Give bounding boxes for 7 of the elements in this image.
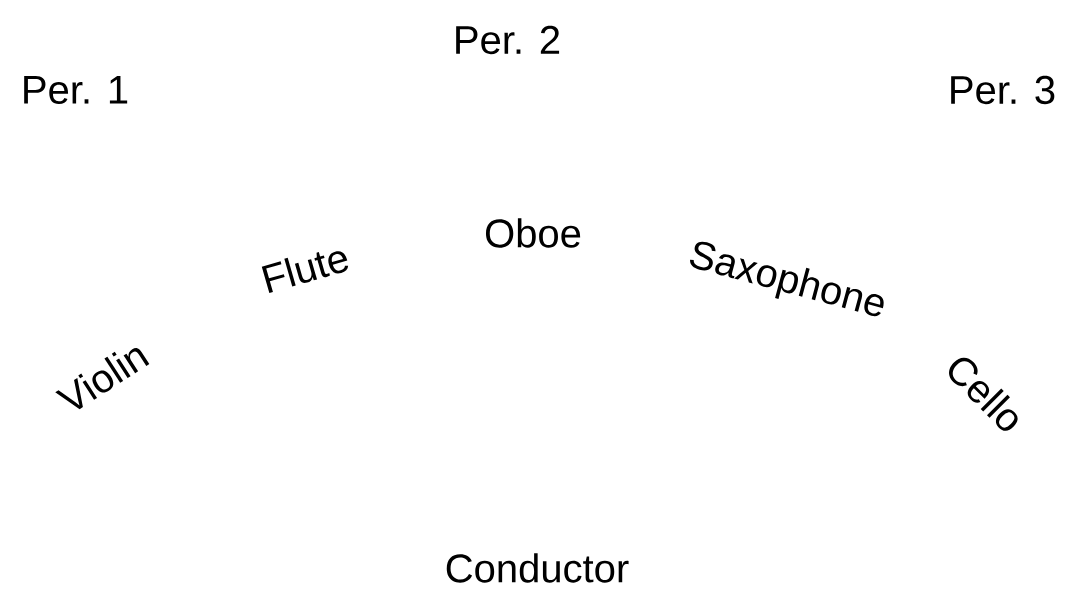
instrument-label: Flute <box>261 251 349 294</box>
instrument-label: Violin <box>55 348 150 410</box>
position-label: Per. 1 <box>24 76 128 104</box>
position-label: Per. 3 <box>951 75 1055 105</box>
instrument-label: Oboe <box>486 218 581 248</box>
position-label: Per. 2 <box>456 25 560 55</box>
conductor-label: Conductor <box>446 553 629 583</box>
